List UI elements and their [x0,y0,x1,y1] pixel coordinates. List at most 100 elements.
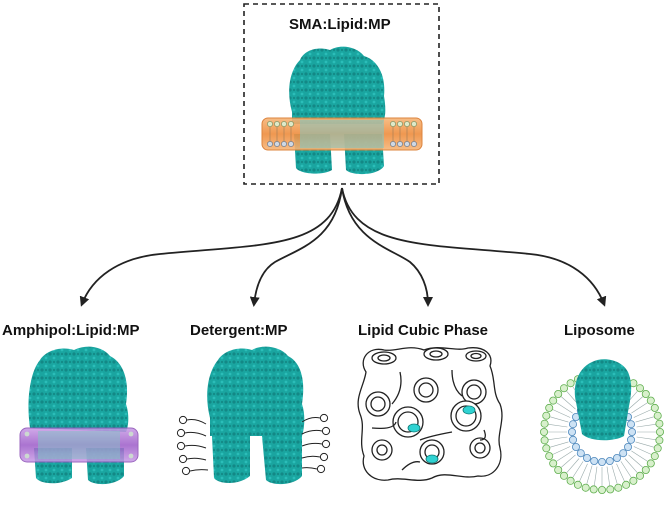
liposome-outer-head [540,419,549,428]
liposome-lipid-tail [572,461,584,478]
liposome-outer-head [655,436,664,445]
liposome-lipid-tail [606,466,610,486]
liposome-lipid-tail [635,416,654,423]
liposome-lipid-tail [636,436,656,440]
liposome-lipid-tail [550,416,569,423]
liposome-lipid-tail [631,450,648,462]
detergent-illustration [176,346,331,485]
liposome-outer-head [549,459,558,468]
liposome-outer-head [540,436,549,445]
source-label: SMA:Lipid:MP [289,16,391,33]
arrow-to-amphipol [79,187,343,307]
liposome-label: Liposome [564,322,635,339]
liposome-inner-head [624,442,633,451]
lcp-label: Lipid Cubic Phase [358,322,489,339]
liposome-outer-head [560,384,569,393]
liposome-outer-head [606,485,615,494]
lcp-illustration [357,347,503,481]
arrow-to-liposome [341,187,607,307]
liposome-outer-head [545,403,554,412]
liposome-lipid-tail [633,409,652,418]
liposome-inner-head [605,456,614,465]
liposome-lipid-tail [566,458,580,473]
liposome-outer-head [566,476,575,485]
arrow-to-detergent [249,187,343,307]
liposome-outer-head [545,452,554,461]
liposome-lipid-tail [631,402,648,414]
liposome-outer-head [641,389,650,398]
liposome-lipid-tail [624,458,638,473]
lcp-protein-2 [462,405,476,415]
liposome-inner-head [569,420,578,429]
amphipol-label: Amphipol:Lipid:MP [2,322,140,339]
liposome-outer-head [655,419,664,428]
liposome-lipid-tail [552,409,571,418]
liposome-lipid-tail [548,424,568,428]
liposome-lipid-tail [561,396,576,410]
source-protein [289,46,386,175]
liposome-lipid-tail [586,465,593,484]
liposome-outer-head [560,471,569,480]
liposome-inner-head [568,427,577,436]
liposome-outer-head [653,411,662,420]
liposome-outer-head [566,379,575,388]
liposome-outer-head [650,403,659,412]
liposome-outer-head [542,444,551,453]
liposome-outer-head [598,485,607,494]
liposome-inner-head [627,420,636,429]
liposome-inner-head [569,435,578,444]
liposome-lipid-tail [635,441,654,448]
arrow-to-lcp [341,187,433,307]
liposome-inner-head [627,435,636,444]
lcp-protein-3 [425,454,439,464]
lcp-protein-1 [407,423,421,433]
liposome-illustration [540,359,665,494]
liposome-outer-head [554,465,563,474]
liposome-outer-head [646,396,655,405]
liposome-outer-head [650,452,659,461]
liposome-outer-head [614,483,623,492]
liposome-inner-head [590,456,599,465]
liposome-outer-head [589,485,598,494]
amphipol-illustration [19,346,139,485]
liposome-outer-head [540,427,549,436]
liposome-outer-head [641,465,650,474]
liposome-lipid-tail [556,402,573,414]
sma-belt [261,117,423,151]
detergent-label: Detergent:MP [190,322,288,339]
source-node [243,3,440,185]
arrows [79,187,607,307]
liposome-lipid-tail [633,446,652,455]
liposome-inner-head [613,453,622,462]
liposome-lipid-tail [636,424,656,428]
liposome-outer-head [636,471,645,480]
liposome-outer-head [636,384,645,393]
liposome-outer-head [581,483,590,492]
liposome-outer-head [629,476,638,485]
liposome-lipid-tail [594,466,598,486]
liposome-outer-head [656,427,665,436]
liposome-outer-head [573,480,582,489]
liposome-outer-head [554,389,563,398]
liposome-lipid-tail [628,396,643,410]
liposome-inner-head [576,449,585,458]
liposome-lipid-tail [552,446,571,455]
liposome-outer-head [622,480,631,489]
liposome-lipid-tail [579,463,588,482]
liposome-inner-head [619,449,628,458]
liposome-lipid-tail [561,454,576,468]
liposome-lipid-tail [628,454,643,468]
liposome-inner-head [583,453,592,462]
liposome-inner-head [572,442,581,451]
liposome-inner-head [628,427,637,436]
liposome-lipid-tail [556,450,573,462]
source-dashed-box [243,3,440,185]
liposome-lipid-tail [550,441,569,448]
liposome-lipid-tail [548,436,568,440]
liposome-outer-head [646,459,655,468]
liposome-lipid-tail [616,463,625,482]
liposome-lipid-tail [620,461,632,478]
liposome-outer-head [653,444,662,453]
liposome-protein [574,359,632,441]
